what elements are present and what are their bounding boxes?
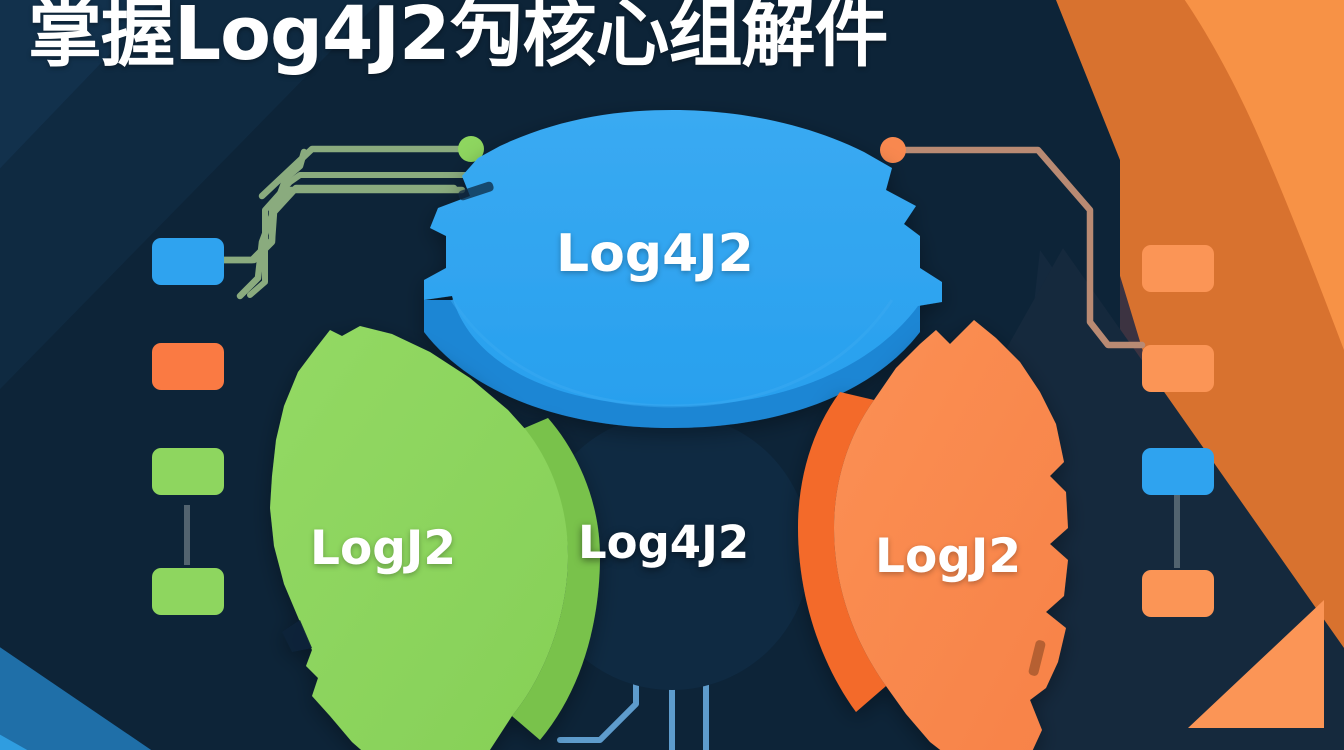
right-block-4[interactable] bbox=[1142, 570, 1214, 617]
segment-right-face bbox=[834, 320, 1068, 750]
segment-top-face bbox=[424, 110, 942, 406]
right-trace-dot bbox=[880, 137, 906, 163]
left-trace-row2 bbox=[214, 186, 466, 264]
right-trace-main bbox=[899, 146, 1146, 349]
right-block-column bbox=[1142, 245, 1214, 617]
segment-left-notch2 bbox=[282, 620, 312, 652]
right-block-2[interactable] bbox=[1142, 345, 1214, 392]
bg-navy-soft-tl2 bbox=[0, 0, 162, 169]
bottom-trace-1 bbox=[557, 673, 639, 743]
left-trace-down bbox=[236, 148, 308, 300]
bg-blue-band-1 bbox=[0, 647, 152, 750]
left-block-column bbox=[152, 238, 224, 615]
segment-right-depth bbox=[798, 392, 886, 712]
segment-left-depth bbox=[512, 418, 600, 740]
segment-right-orange[interactable] bbox=[798, 320, 1068, 750]
bg-orange-triangle bbox=[1188, 600, 1324, 728]
bg-blue-band-2 bbox=[0, 734, 28, 750]
bg-navy-soft-tl bbox=[0, 0, 381, 390]
segment-top-blue[interactable] bbox=[424, 110, 942, 428]
bg-orange-wedge-light bbox=[1184, 0, 1344, 351]
left-block-4[interactable] bbox=[152, 568, 224, 615]
left-trace-upper-visible bbox=[258, 145, 474, 200]
center-hub bbox=[534, 414, 810, 690]
left-block-1[interactable] bbox=[152, 238, 224, 285]
left-block-3[interactable] bbox=[152, 448, 224, 495]
left-trace-dot bbox=[458, 136, 484, 162]
right-block-3[interactable] bbox=[1142, 448, 1214, 495]
left-block-2[interactable] bbox=[152, 343, 224, 390]
bg-navy-cut-right-2 bbox=[1000, 248, 1344, 750]
segment-top-inner-edge bbox=[450, 299, 894, 408]
segment-left-face bbox=[270, 326, 568, 750]
segment-top-notch bbox=[458, 181, 494, 201]
segment-left-green[interactable] bbox=[270, 312, 600, 750]
right-circuit-traces bbox=[899, 146, 1146, 349]
segment-right-notch bbox=[1028, 640, 1046, 676]
left-traces-visible bbox=[214, 145, 474, 300]
right-block-1[interactable] bbox=[1142, 245, 1214, 292]
left-trace-mid-visible bbox=[214, 184, 458, 264]
